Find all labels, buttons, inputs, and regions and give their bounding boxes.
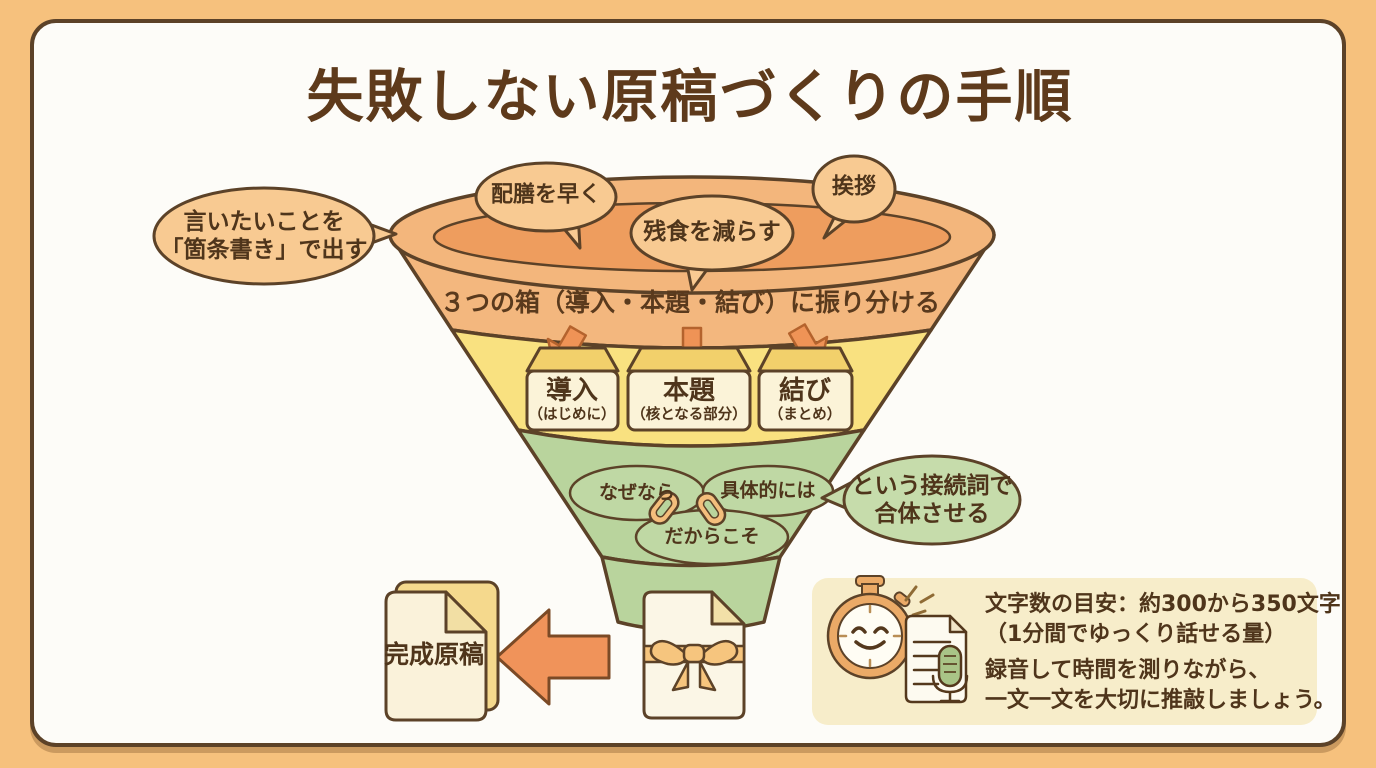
info-line-1: 文字数の目安：約300から350文字 bbox=[985, 592, 1341, 617]
sort-instruction-label: ３つの箱（導入・本題・結び）に振り分ける bbox=[439, 287, 941, 317]
right-callout-bubble bbox=[820, 454, 1022, 546]
box-closing bbox=[757, 346, 854, 432]
box-face bbox=[757, 369, 854, 432]
box-main-title: 本題 bbox=[662, 376, 716, 407]
info-line-4: 一文一文を大切に推敲しましょう。 bbox=[985, 688, 1336, 713]
right-bubble-line1: という接続詞で bbox=[851, 472, 1013, 499]
page-fold-icon bbox=[710, 590, 746, 626]
box-intro bbox=[525, 346, 620, 432]
box-intro-title: 導入 bbox=[545, 376, 599, 407]
left-bubble-label: 言いたいことを 「箇条書き」で出す bbox=[161, 208, 368, 264]
page-title: 失敗しない原稿づくりの手順 bbox=[306, 64, 1074, 130]
idea-bubble-3-label: 挨拶 bbox=[831, 174, 877, 200]
sorting-boxes bbox=[525, 346, 854, 432]
result-arrow-icon bbox=[495, 608, 611, 706]
box-face bbox=[626, 369, 752, 432]
box-closing-title: 結び bbox=[778, 376, 832, 407]
box-lid-icon bbox=[757, 346, 854, 373]
left-bubble-line2: 「箇条書き」で出す bbox=[160, 237, 368, 263]
box-lid-icon bbox=[525, 346, 620, 373]
idea-bubble-1 bbox=[474, 161, 618, 233]
box-face bbox=[525, 369, 620, 432]
right-bubble-shape bbox=[842, 454, 1022, 546]
idea-bubble-2 bbox=[629, 194, 795, 272]
finished-manuscript-label: 完成原稿 bbox=[383, 639, 485, 669]
box-main-subtitle: （核となる部分） bbox=[631, 407, 747, 424]
left-bubble-line1: 言いたいことを bbox=[183, 208, 345, 235]
finished-document bbox=[384, 580, 500, 722]
microphone-icon bbox=[931, 644, 969, 703]
connector-label-2: 具体的には bbox=[720, 479, 816, 502]
recording-document-icon bbox=[904, 614, 969, 704]
left-callout-bubble bbox=[152, 186, 398, 286]
box-lid-icon bbox=[626, 346, 752, 373]
idea-bubble-3 bbox=[811, 154, 897, 224]
box-intro-subtitle: （はじめに） bbox=[528, 407, 616, 424]
info-line-3: 録音して時間を測りながら、 bbox=[985, 658, 1271, 683]
right-bubble-line2: 合体させる bbox=[874, 501, 990, 527]
idea-bubble-2-label: 残食を減らす bbox=[643, 218, 781, 245]
connector-label-3: だからこそ bbox=[664, 525, 760, 548]
page-fold-icon bbox=[444, 590, 488, 634]
left-bubble-shape bbox=[152, 186, 376, 286]
chain-link-icon bbox=[648, 491, 680, 525]
chain-link-icon bbox=[695, 492, 727, 526]
info-line-2: （1分間でゆっくり話せる量） bbox=[985, 622, 1287, 647]
box-closing-subtitle: （まとめ） bbox=[768, 407, 842, 424]
idea-bubble-1-label: 配膳を早く bbox=[490, 182, 602, 208]
stopwatch-icon bbox=[826, 575, 914, 680]
box-main bbox=[626, 346, 752, 432]
sparkle-icon bbox=[904, 585, 935, 617]
idea-bubbles bbox=[474, 154, 897, 292]
ribbon-bow-icon bbox=[649, 639, 739, 692]
connector-label-1: なぜなら bbox=[598, 481, 676, 504]
right-bubble-label: という接続詞で 合体させる bbox=[852, 472, 1013, 528]
gift-document bbox=[642, 590, 746, 720]
